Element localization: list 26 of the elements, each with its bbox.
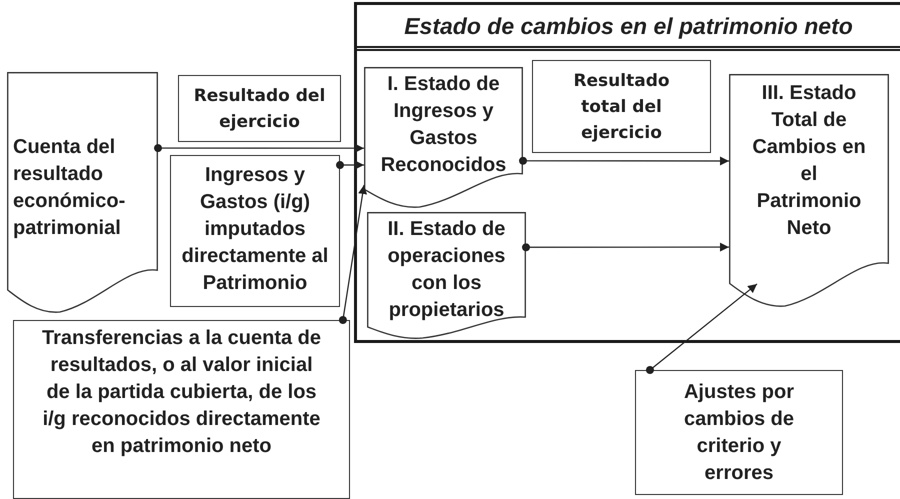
text-box [170, 155, 340, 307]
arrow [154, 144, 364, 153]
group-frame [354, 2, 900, 343]
box-text: Cuenta del resultado económico-patrimonial [13, 135, 126, 241]
arrow [519, 156, 729, 166]
document-shape [364, 67, 523, 207]
box-text: II. Estado de operaciones con los propietarios [386, 217, 506, 323]
box-text: Ingresos y Gastos (i/g) imputados directamente al Patrimonio [181, 163, 329, 296]
text-box [178, 75, 341, 142]
document-shape [729, 74, 889, 306]
text-box [13, 320, 350, 499]
text-box [532, 60, 711, 153]
box-heading: Resultado del ejercicio [193, 84, 326, 134]
arrow [522, 242, 729, 252]
box-text: III. Estado Total de Cambios en el Patrimonio Neto [751, 81, 867, 241]
box-text: Transferencias a la cuenta de resultados, o al valor inicial de la partida cubierta, de los i/g reconocidos directamente en patrimonio neto [40, 326, 322, 459]
text-box [635, 370, 843, 495]
document-shape [367, 212, 526, 338]
arrow [336, 160, 364, 170]
arrow [338, 184, 368, 324]
document-shape [7, 72, 158, 312]
box-heading: Resultado total del ejercicio [572, 70, 671, 144]
box-text: I. Estado de Ingresos y Gastos Reconocidos [380, 72, 508, 178]
box-text: Ajustes por cambios de criterio y errores [682, 380, 796, 486]
frame-title: Estado de cambios en el patrimonio neto [357, 5, 900, 51]
arrow [646, 284, 758, 374]
